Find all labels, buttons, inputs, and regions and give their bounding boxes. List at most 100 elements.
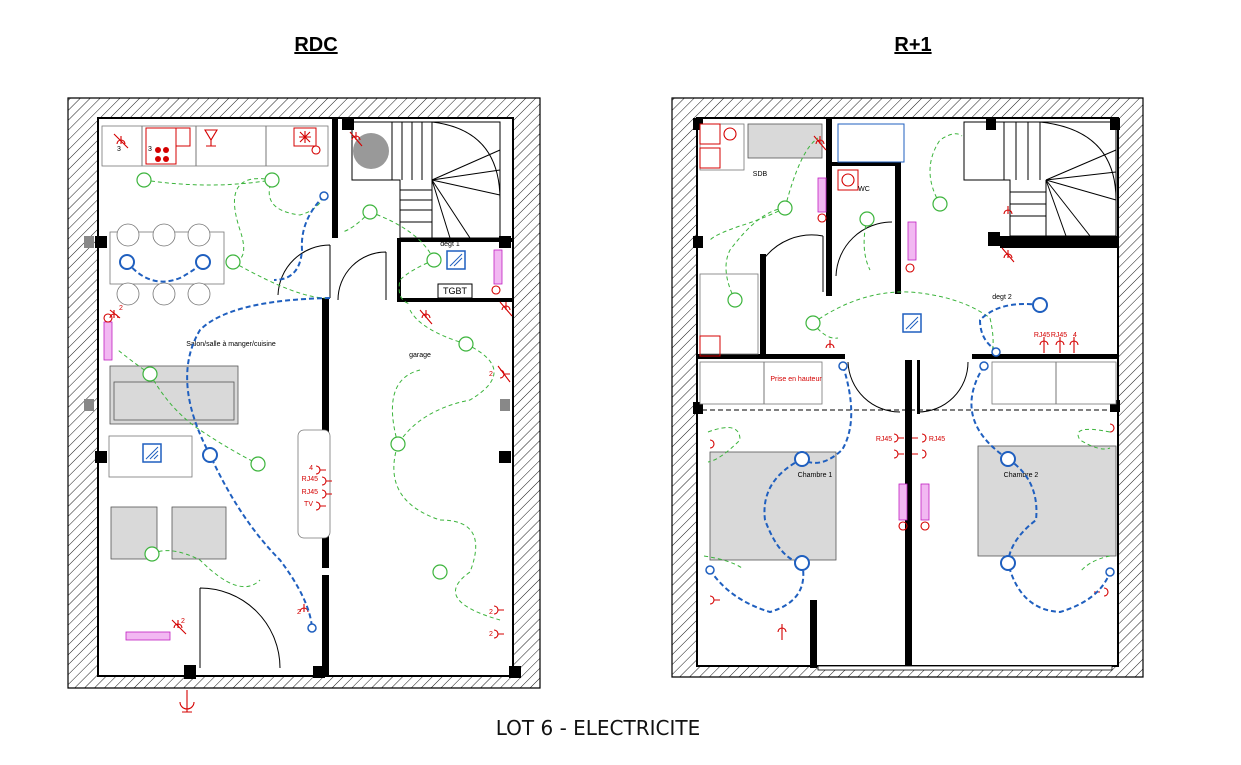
heater-icon [493,249,503,285]
washer-icon [699,335,721,357]
washer-icon [699,123,721,145]
outlet-rj45: RJ45 [929,436,945,443]
r1-dimmer-wire [978,303,1041,351]
rdc-post [499,451,511,463]
glass-icon [204,129,218,147]
outlet-rj45: RJ45 [876,436,892,443]
heater-icon [817,177,827,213]
r1-dimmer-lights [794,297,1048,571]
dryer-icon [699,147,721,169]
room-label-wc: WC [858,186,870,193]
room-label-living: Salon/salle à manger/cuisine [186,341,276,348]
rdc-post [499,236,511,248]
heater-icon [898,483,908,521]
alarm-icon [491,285,501,295]
r1-dimmer-wire [970,365,1009,460]
rdc-post [95,451,107,463]
alarm-icon [898,521,908,531]
rdc-post-grey [500,399,510,411]
r1-lights [727,196,948,331]
outlet-qty: 2 [181,618,185,625]
tv-console [297,429,331,539]
heater-icon [920,483,930,521]
r1-wall [972,354,1118,359]
outlet-qty: 2 [489,371,493,378]
wc-icon [837,169,859,191]
rdc-post [95,236,107,248]
rdc-plan: 3 3 [67,97,541,713]
r1-wall [826,118,832,296]
room-label-bedroom1: Chambre 1 [798,472,833,479]
r1-post [1110,400,1120,412]
r1-wall [810,600,817,668]
r1-door [762,234,824,292]
alarm-icon [103,313,113,323]
rdc-wall-degt-vert [397,242,401,300]
outlet-qty: 2 [489,631,493,638]
outlet-qty: 2 [489,609,493,616]
heater-icon [125,631,171,641]
rdc-wall-degt [397,238,513,242]
wardrobe [699,361,823,405]
outlet-rj45: RJ45 [302,476,318,483]
r1-post [693,236,703,248]
r1-wall [832,162,901,166]
outlet-rj45: RJ45 [1051,332,1067,339]
r1-post [1110,118,1120,130]
r1-staircase [963,121,1117,237]
r1-outlets [709,135,1115,640]
laundry-area [699,273,759,355]
alarm-icon [920,521,930,531]
r1-door [835,221,893,277]
r1-post [693,118,703,130]
label-high-outlet: Prise en hauteur [770,376,822,383]
r1-wall [905,360,912,668]
room-label-degt2: degt 2 [992,294,1012,301]
room-label-garage: garage [409,352,431,359]
socket-icon [113,133,129,149]
r1-door [847,361,901,413]
rdc-wall-degt-bottom [397,298,513,302]
room-label-sdb: SDB [753,171,768,178]
rdc-dimmer-lights [119,254,218,463]
rdc-duct-circle [353,133,389,169]
alarm-icon [311,145,321,155]
floor-title-r1: R+1 [894,34,931,56]
rdc-post [313,666,325,678]
heater-icon [103,321,113,361]
r1-door [917,361,969,413]
rdc-dimmer-wire [273,195,325,281]
outlet-tv: TV [304,501,313,508]
r1-lighting-wires [703,133,1111,573]
shower-window [837,123,905,163]
alarm-icon [817,213,827,223]
r1-wall [760,254,766,358]
floor-title-rdc: RDC [294,34,337,56]
armchair [171,506,227,560]
rdc-outlets [109,131,513,713]
bathtub [747,123,823,159]
rdc-wall-entry [184,665,196,679]
outlet-rj45: RJ45 [1034,332,1050,339]
r1-wall [1000,236,1118,248]
r1-post [988,232,1000,246]
r1-wall [917,360,920,414]
rdc-post [509,666,521,678]
tgbt-label: TGBT [443,286,468,296]
r1-window-sill [817,665,1113,671]
rdc-post [342,118,354,130]
r1-post [986,118,996,130]
outlet-rj45: RJ45 [302,489,318,496]
rdc-post-grey [84,399,94,411]
heater-icon [907,221,917,261]
oven-icon [175,127,191,147]
rdc-door-entry [199,587,281,669]
rdc-staircase [351,121,501,239]
outlet-qty: 2 [297,609,301,616]
r1-post [693,402,703,414]
kitchen-qty: 3 [117,146,121,153]
outlet-qty: 4 [1073,332,1077,339]
room-label-degt1: degt 1 [440,241,460,248]
room-label-bedroom2: Chambre 2 [1004,472,1039,479]
outlet-qty: 4 [309,465,313,472]
